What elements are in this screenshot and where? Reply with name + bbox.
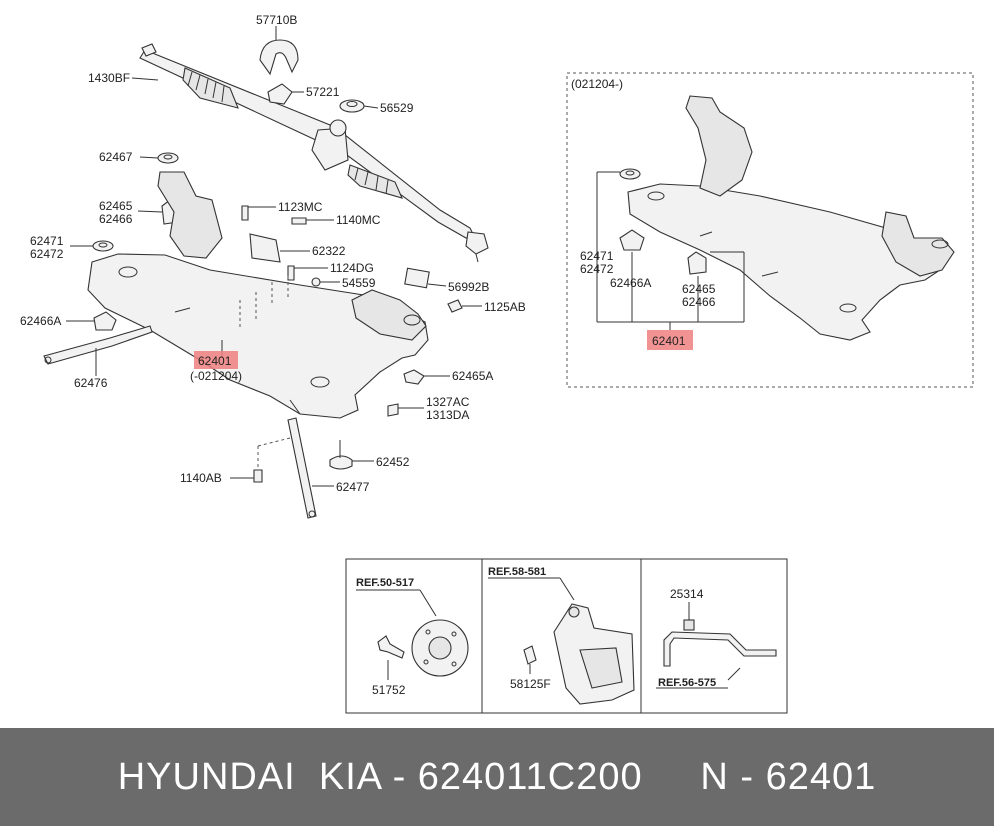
label-57710B: 57710B: [256, 13, 297, 27]
label-62477: 62477: [336, 480, 370, 494]
ref-56-575: REF.56-575: [658, 677, 716, 689]
label-1140MC: 1140MC: [336, 213, 381, 227]
brackets-drawing: [43, 325, 317, 519]
label-62472: 62472: [30, 247, 64, 261]
highlight-main: [194, 351, 238, 369]
inset-label-62466: 62466: [682, 295, 716, 309]
label-56529: 56529: [380, 101, 414, 115]
label-1123MC: 1123MC: [278, 200, 323, 214]
crossmember-drawing: [87, 171, 429, 419]
label-54559: 54559: [342, 276, 376, 290]
inset-label-62472: 62472: [580, 262, 614, 276]
label-62465: 62465: [99, 199, 133, 213]
label-62466: 62466: [99, 212, 133, 226]
ref-part-58125F: 58125F: [510, 677, 551, 691]
leader-lines: [66, 26, 482, 487]
parts-diagram: 57710B 1430BF 57221 56529 62467 62465 62…: [20, 13, 974, 714]
label-1125AB: 1125AB: [484, 300, 526, 314]
label-62467: 62467: [99, 150, 133, 164]
label-1327AC: 1327AC: [426, 395, 470, 409]
inset-label-62466A: 62466A: [610, 276, 651, 290]
label-62322: 62322: [312, 244, 346, 258]
label-57221: 57221: [306, 85, 340, 99]
reference-box: [345, 558, 788, 714]
ref-part-25314: 25314: [670, 587, 704, 601]
footer-part-number: HYUNDAI KIA - 624011C200 N - 62401: [117, 755, 877, 798]
label-62471: 62471: [30, 234, 64, 248]
label-1430BF: 1430BF: [88, 71, 130, 85]
inset-label-62401: 62401: [652, 334, 686, 348]
label-62452: 62452: [376, 455, 410, 469]
inset-label-62471: 62471: [580, 249, 614, 263]
ref-50-517: REF.50-517: [356, 577, 414, 589]
ref-58-581: REF.58-581: [488, 566, 546, 578]
label-56992B: 56992B: [448, 280, 489, 294]
footer-bar: HYUNDAI KIA - 624011C200 N - 62401: [0, 728, 994, 826]
highlight-inset: [647, 330, 693, 350]
label-62466A: 62466A: [20, 314, 61, 328]
label-1313DA: 1313DA: [426, 408, 469, 422]
label-021204-end: (-021204): [190, 369, 242, 383]
steering-gear-drawing: [139, 43, 489, 263]
label-62401: 62401: [198, 354, 232, 368]
inset-date-label: (021204-): [571, 77, 623, 91]
inset-panel: (021204-): [566, 72, 974, 388]
label-62476: 62476: [74, 376, 108, 390]
label-62465A: 62465A: [452, 369, 493, 383]
ref-part-51752: 51752: [372, 683, 406, 697]
label-1124DG: 1124DG: [330, 261, 374, 275]
label-1140AB: 1140AB: [180, 471, 222, 485]
inset-label-62465: 62465: [682, 282, 716, 296]
